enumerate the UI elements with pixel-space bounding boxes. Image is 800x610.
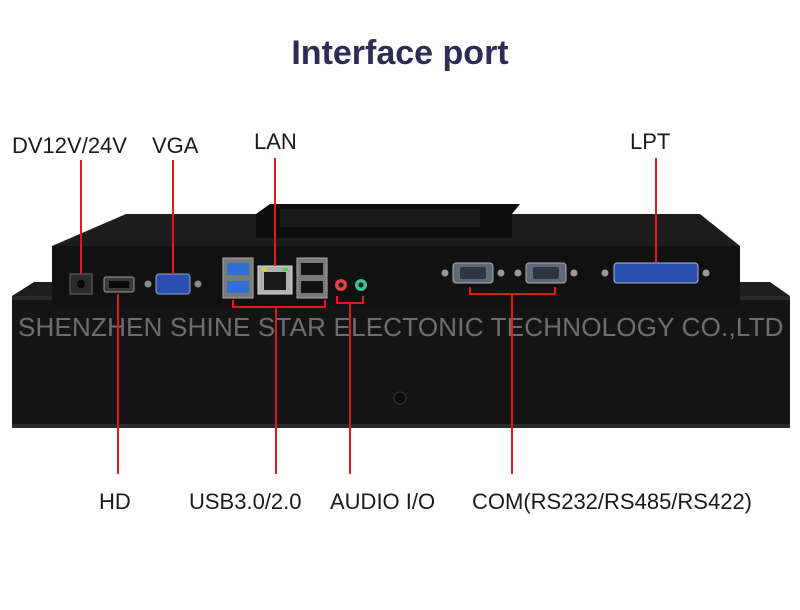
pointer-audio xyxy=(349,303,351,474)
label-vga: VGA xyxy=(152,133,199,158)
label-usb: USB3.0/2.0 xyxy=(189,489,302,514)
label-audio: AUDIO I/O xyxy=(330,489,436,514)
pointer-lpt xyxy=(655,158,657,263)
chassis-panel xyxy=(12,296,790,428)
pointer-dc xyxy=(80,160,82,274)
label-com: COM(RS232/RS485/RS422) xyxy=(472,489,753,514)
vga-port xyxy=(155,273,191,295)
page-title: Interface port xyxy=(291,34,509,72)
pointer-com xyxy=(511,294,513,474)
label-lpt: LPT xyxy=(630,129,671,154)
pointer-vga xyxy=(172,160,174,274)
panel-screw xyxy=(393,391,407,405)
pointer-usb xyxy=(275,307,277,474)
lpt-port xyxy=(613,262,699,284)
watermark-text: SHENZHEN SHINE STAR ELECTONIC TECHNOLOGY… xyxy=(18,312,784,342)
usb-lan-bracket xyxy=(232,300,326,308)
pointer-lan xyxy=(274,158,276,266)
pointer-hd xyxy=(117,294,119,474)
label-dc-in: DV12V/24V xyxy=(12,133,127,158)
label-lan: LAN xyxy=(254,129,297,154)
label-hd: HD xyxy=(99,489,131,514)
